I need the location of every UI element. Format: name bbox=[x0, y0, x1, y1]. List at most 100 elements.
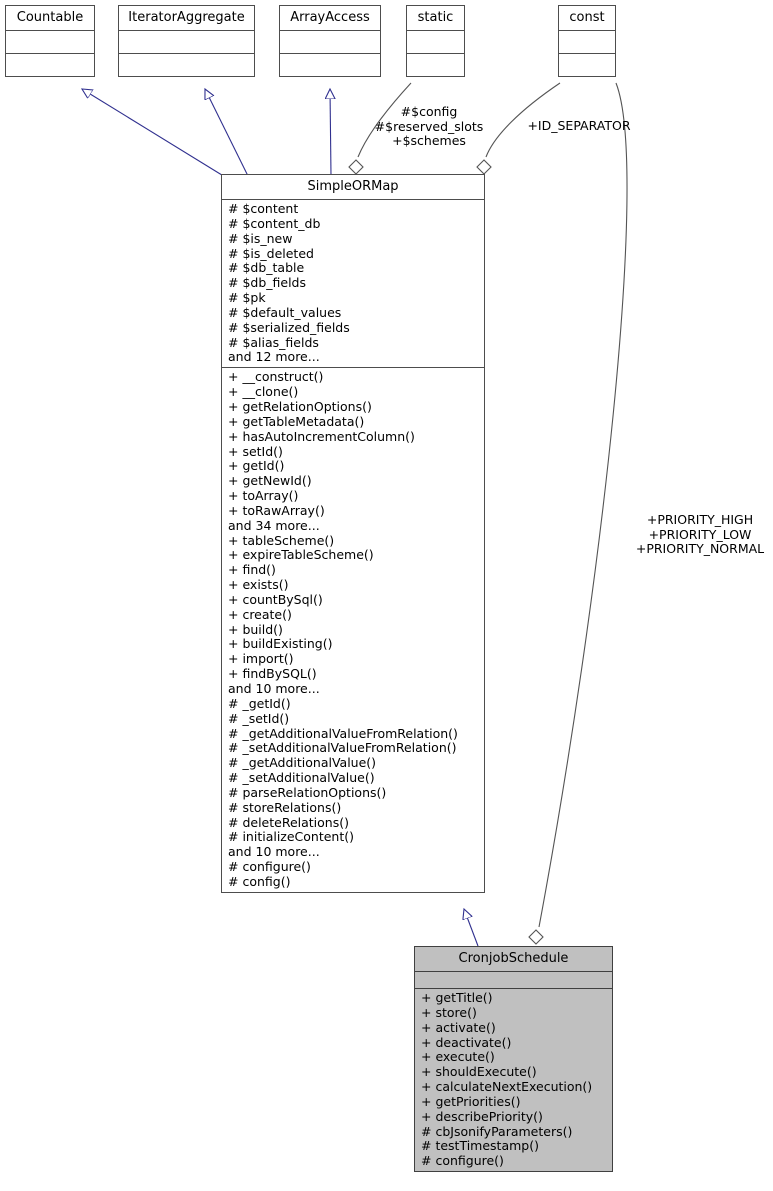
member-row: + getTableMetadata() bbox=[228, 413, 365, 429]
attributes-compartment-simpleormap: # $content# $content_db# $is_new# $is_de… bbox=[222, 200, 484, 369]
member-row: # $content_db bbox=[228, 215, 321, 231]
member-row: + exists() bbox=[228, 577, 289, 593]
member-row: # deleteRelations() bbox=[228, 814, 349, 830]
member-row: + shouldExecute() bbox=[421, 1064, 537, 1080]
edge-simpleormap-arrayaccess bbox=[330, 89, 331, 177]
member-row: + store() bbox=[421, 1004, 477, 1020]
class-title-arrayaccess: ArrayAccess bbox=[280, 6, 380, 31]
class-node-static[interactable]: static bbox=[406, 5, 465, 77]
member-row: + hasAutoIncrementColumn() bbox=[228, 428, 415, 444]
member-row: + execute() bbox=[421, 1049, 495, 1065]
member-row: # $is_deleted bbox=[228, 245, 314, 261]
member-row: + getNewId() bbox=[228, 473, 312, 489]
member-row: # _getId() bbox=[228, 695, 291, 711]
edge-cronjobschedule-simpleormap bbox=[464, 909, 479, 947]
member-row: + getPriorities() bbox=[421, 1093, 521, 1109]
class-title-cronjobschedule: CronjobSchedule bbox=[415, 947, 612, 972]
attributes-compartment-iteratoraggregate bbox=[119, 31, 254, 54]
member-row: + tableScheme() bbox=[228, 532, 335, 548]
edge-simpleormap-countable bbox=[82, 89, 231, 181]
operations-compartment-arrayaccess bbox=[280, 54, 380, 76]
operations-compartment-countable bbox=[6, 54, 94, 76]
attributes-compartment-countable bbox=[6, 31, 94, 54]
operations-compartment-iteratoraggregate bbox=[119, 54, 254, 76]
class-title-iteratoraggregate: IteratorAggregate bbox=[119, 6, 254, 31]
edge-simpleormap-iteratoraggregate bbox=[205, 89, 249, 177]
member-row: # $alias_fields bbox=[228, 334, 319, 350]
class-node-iteratoraggregate[interactable]: IteratorAggregate bbox=[118, 5, 255, 77]
member-row: #$config bbox=[400, 104, 458, 119]
class-node-arrayaccess[interactable]: ArrayAccess bbox=[279, 5, 381, 77]
edge-label-const-priorities: +PRIORITY_HIGH+PRIORITY_LOW+PRIORITY_NOR… bbox=[627, 512, 773, 557]
member-row: # initializeContent() bbox=[228, 829, 355, 845]
member-row: + build() bbox=[228, 621, 283, 637]
member-row: + calculateNextExecution() bbox=[421, 1079, 593, 1095]
member-row: # _getAdditionalValue() bbox=[228, 755, 377, 771]
operations-compartment-cronjobschedule: + getTitle()+ store()+ activate()+ deact… bbox=[415, 989, 612, 1171]
operations-compartment-const bbox=[559, 54, 615, 76]
class-title-const: const bbox=[559, 6, 615, 31]
member-row: + import() bbox=[228, 651, 294, 667]
member-row: # cbJsonifyParameters() bbox=[421, 1123, 573, 1139]
member-row: + expireTableScheme() bbox=[228, 547, 374, 563]
member-row: + find() bbox=[228, 562, 276, 578]
member-row: + setId() bbox=[228, 443, 283, 459]
member-row: + describePriority() bbox=[421, 1108, 543, 1124]
attributes-compartment-const bbox=[559, 31, 615, 54]
member-row: + findBySQL() bbox=[228, 666, 317, 682]
member-row: +PRIORITY_HIGH bbox=[646, 512, 754, 527]
class-node-simpleormap[interactable]: SimpleORMap # $content# $content_db# $is… bbox=[221, 174, 485, 893]
member-row: + buildExisting() bbox=[228, 636, 333, 652]
member-row: and 10 more... bbox=[228, 844, 320, 860]
member-row: and 12 more... bbox=[228, 349, 320, 365]
attributes-compartment-arrayaccess bbox=[280, 31, 380, 54]
member-row: # $serialized_fields bbox=[228, 319, 350, 335]
member-row: + toArray() bbox=[228, 488, 299, 504]
member-row: + getId() bbox=[228, 458, 285, 474]
member-row: + getTitle() bbox=[421, 990, 493, 1005]
member-row: and 34 more... bbox=[228, 517, 320, 533]
member-row: # testTimestamp() bbox=[421, 1138, 539, 1154]
member-row: # $content bbox=[228, 201, 299, 216]
member-row: +$schemes bbox=[392, 133, 466, 149]
member-row: # storeRelations() bbox=[228, 799, 342, 815]
attributes-compartment-cronjobschedule bbox=[415, 972, 612, 989]
attributes-compartment-static bbox=[407, 31, 464, 54]
member-row: # _getAdditionalValueFromRelation() bbox=[228, 725, 458, 741]
member-row: # _setAdditionalValueFromRelation() bbox=[228, 740, 457, 756]
edge-const-cronjobschedule bbox=[528, 82, 628, 945]
member-row: +PRIORITY_LOW bbox=[648, 526, 752, 542]
member-row: +PRIORITY_NORMAL bbox=[635, 541, 765, 557]
member-row: + activate() bbox=[421, 1019, 496, 1035]
class-title-countable: Countable bbox=[6, 6, 94, 31]
member-row: # configure() bbox=[228, 859, 311, 875]
member-row: # _setId() bbox=[228, 710, 290, 726]
operations-compartment-simpleormap: + __construct()+ __clone()+ getRelationO… bbox=[222, 368, 484, 892]
member-row: # parseRelationOptions() bbox=[228, 784, 387, 800]
member-row: + countBySql() bbox=[228, 591, 323, 607]
member-row: # $pk bbox=[228, 290, 266, 306]
member-row: + getRelationOptions() bbox=[228, 398, 372, 414]
member-row: # configure() bbox=[421, 1153, 504, 1169]
member-row: # $is_new bbox=[228, 230, 293, 246]
member-row: # $db_table bbox=[228, 260, 305, 276]
operations-compartment-static bbox=[407, 54, 464, 76]
member-row: + __construct() bbox=[228, 369, 324, 385]
edge-label-const-id-separator: +ID_SEPARATOR bbox=[527, 118, 631, 133]
member-row: + __clone() bbox=[228, 384, 299, 400]
member-row: # $default_values bbox=[228, 304, 342, 320]
member-row: #$reserved_slots bbox=[374, 118, 484, 134]
member-row: and 10 more... bbox=[228, 681, 320, 696]
member-row: # $db_fields bbox=[228, 275, 307, 291]
class-title-static: static bbox=[407, 6, 464, 31]
member-row: + deactivate() bbox=[421, 1034, 512, 1050]
member-row: # _setAdditionalValue() bbox=[228, 770, 375, 786]
class-node-const[interactable]: const bbox=[558, 5, 616, 77]
class-title-simpleormap: SimpleORMap bbox=[222, 175, 484, 200]
class-node-countable[interactable]: Countable bbox=[5, 5, 95, 77]
class-node-cronjobschedule[interactable]: CronjobSchedule + getTitle()+ store()+ a… bbox=[414, 946, 613, 1173]
member-row: + toRawArray() bbox=[228, 502, 325, 518]
member-row: # config() bbox=[228, 873, 291, 889]
member-row: + create() bbox=[228, 606, 292, 622]
